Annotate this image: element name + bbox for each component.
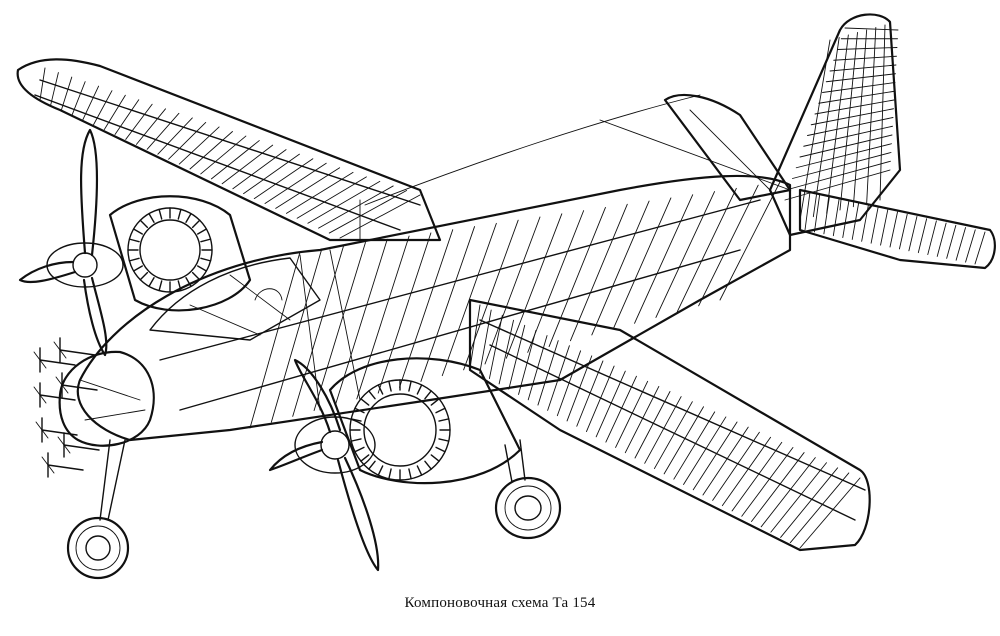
- figure-caption: Компоновочная схема Та 154: [404, 595, 596, 611]
- nose-landing-gear: [66, 439, 130, 580]
- vertical-tail: [768, 13, 902, 237]
- starboard-engine-cylinders: [349, 379, 451, 481]
- nose-section: [58, 350, 155, 447]
- port-propeller: [18, 128, 124, 357]
- main-landing-gear: [494, 439, 562, 540]
- port-wing-ribs: [39, 67, 421, 239]
- antenna-wires: [359, 94, 791, 241]
- vertical-tail-ribs: [784, 24, 899, 221]
- port-engine-cylinders: [127, 207, 213, 293]
- fuselage: [76, 174, 792, 442]
- starboard-engine-nacelle: [328, 357, 522, 485]
- starboard-wing-ribs: [469, 304, 861, 549]
- stabilizer-ribs: [804, 191, 986, 265]
- cockpit-canopy: [149, 257, 321, 341]
- fuselage-frames: [249, 181, 781, 429]
- starboard-propeller: [268, 358, 380, 572]
- starboard-wing: [468, 298, 871, 552]
- port-wing: [16, 58, 442, 242]
- horizontal-stabilizer-left: [663, 93, 792, 202]
- radar-antenna-array: [33, 337, 100, 478]
- port-engine-nacelle: [108, 195, 252, 312]
- horizontal-stabilizer-right: [798, 188, 996, 270]
